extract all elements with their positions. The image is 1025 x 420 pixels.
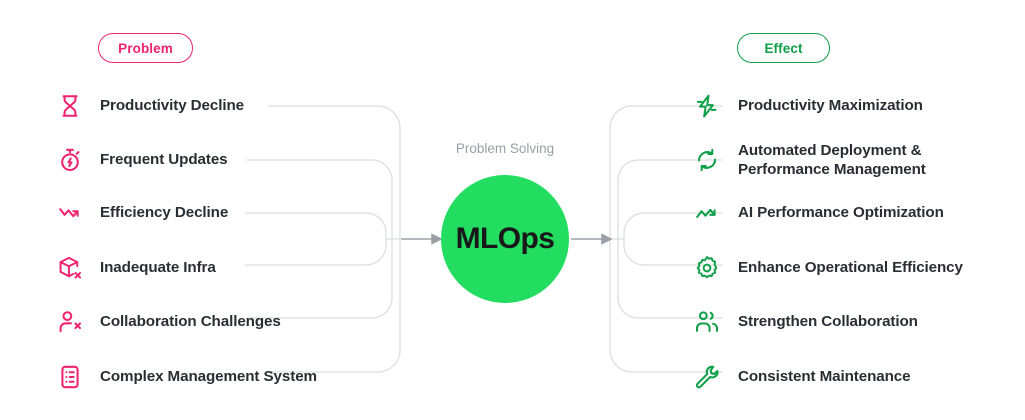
problem-item-label: Inadequate Infra: [100, 259, 216, 277]
wrench-icon: [695, 365, 719, 389]
effect-item-ai-performance-optimization[interactable]: AI Performance Optimization: [694, 196, 944, 230]
effect-item-strengthen-collaboration[interactable]: Strengthen Collaboration: [694, 305, 918, 339]
problem-item-label: Complex Management System: [100, 368, 317, 386]
effect-badge-label: Effect: [764, 40, 803, 56]
problem-item-label: Frequent Updates: [100, 151, 228, 169]
problem-item-productivity-decline[interactable]: Productivity Decline: [57, 89, 244, 123]
problem-item-efficiency-decline[interactable]: Efficiency Decline: [57, 196, 228, 230]
problem-badge-label: Problem: [118, 40, 173, 56]
problem-item-label: Efficiency Decline: [100, 204, 229, 222]
user-remove-icon: [59, 311, 81, 333]
effect-item-label: Automated Deployment & Performance Manag…: [738, 141, 926, 178]
hourglass-icon: [62, 95, 78, 117]
problem-item-inadequate-infra[interactable]: Inadequate Infra: [57, 251, 216, 285]
gear-icon: [696, 256, 718, 279]
effect-item-consistent-maintenance[interactable]: Consistent Maintenance: [694, 360, 911, 394]
effect-item-productivity-maximization[interactable]: Productivity Maximization: [694, 89, 923, 123]
stopwatch-icon: [61, 148, 80, 171]
effect-item-enhance-operational-efficiency[interactable]: Enhance Operational Efficiency: [694, 251, 963, 285]
problem-item-complex-management-system[interactable]: Complex Management System: [57, 360, 317, 394]
problem-item-label: Productivity Decline: [100, 97, 245, 115]
effect-item-automated-deployment[interactable]: Automated Deployment & Performance Manag…: [694, 138, 926, 182]
problem-item-label: Collaboration Challenges: [100, 313, 281, 331]
trend-down-icon: [59, 208, 79, 218]
refresh-cycle-icon: [697, 148, 717, 172]
effect-item-label: Consistent Maintenance: [738, 368, 911, 386]
users-group-icon: [696, 311, 718, 332]
lightning-bolt-icon: [696, 94, 717, 118]
box-remove-icon: [59, 256, 82, 279]
problem-item-frequent-updates[interactable]: Frequent Updates: [57, 143, 228, 177]
effect-badge: Effect: [737, 33, 830, 63]
effect-item-label: AI Performance Optimization: [738, 204, 944, 222]
problem-badge: Problem: [98, 33, 193, 63]
effect-item-label: Strengthen Collaboration: [738, 313, 918, 331]
center-node-label: MLOps: [455, 222, 555, 255]
trend-up-icon: [696, 208, 716, 218]
problem-item-collaboration-challenges[interactable]: Collaboration Challenges: [57, 305, 281, 339]
center-node-mlops[interactable]: MLOps: [441, 175, 569, 303]
center-caption: Problem Solving: [455, 141, 555, 156]
effect-item-label: Enhance Operational Efficiency: [738, 259, 963, 277]
list-document-icon: [61, 365, 79, 389]
effect-item-label: Productivity Maximization: [738, 97, 923, 115]
